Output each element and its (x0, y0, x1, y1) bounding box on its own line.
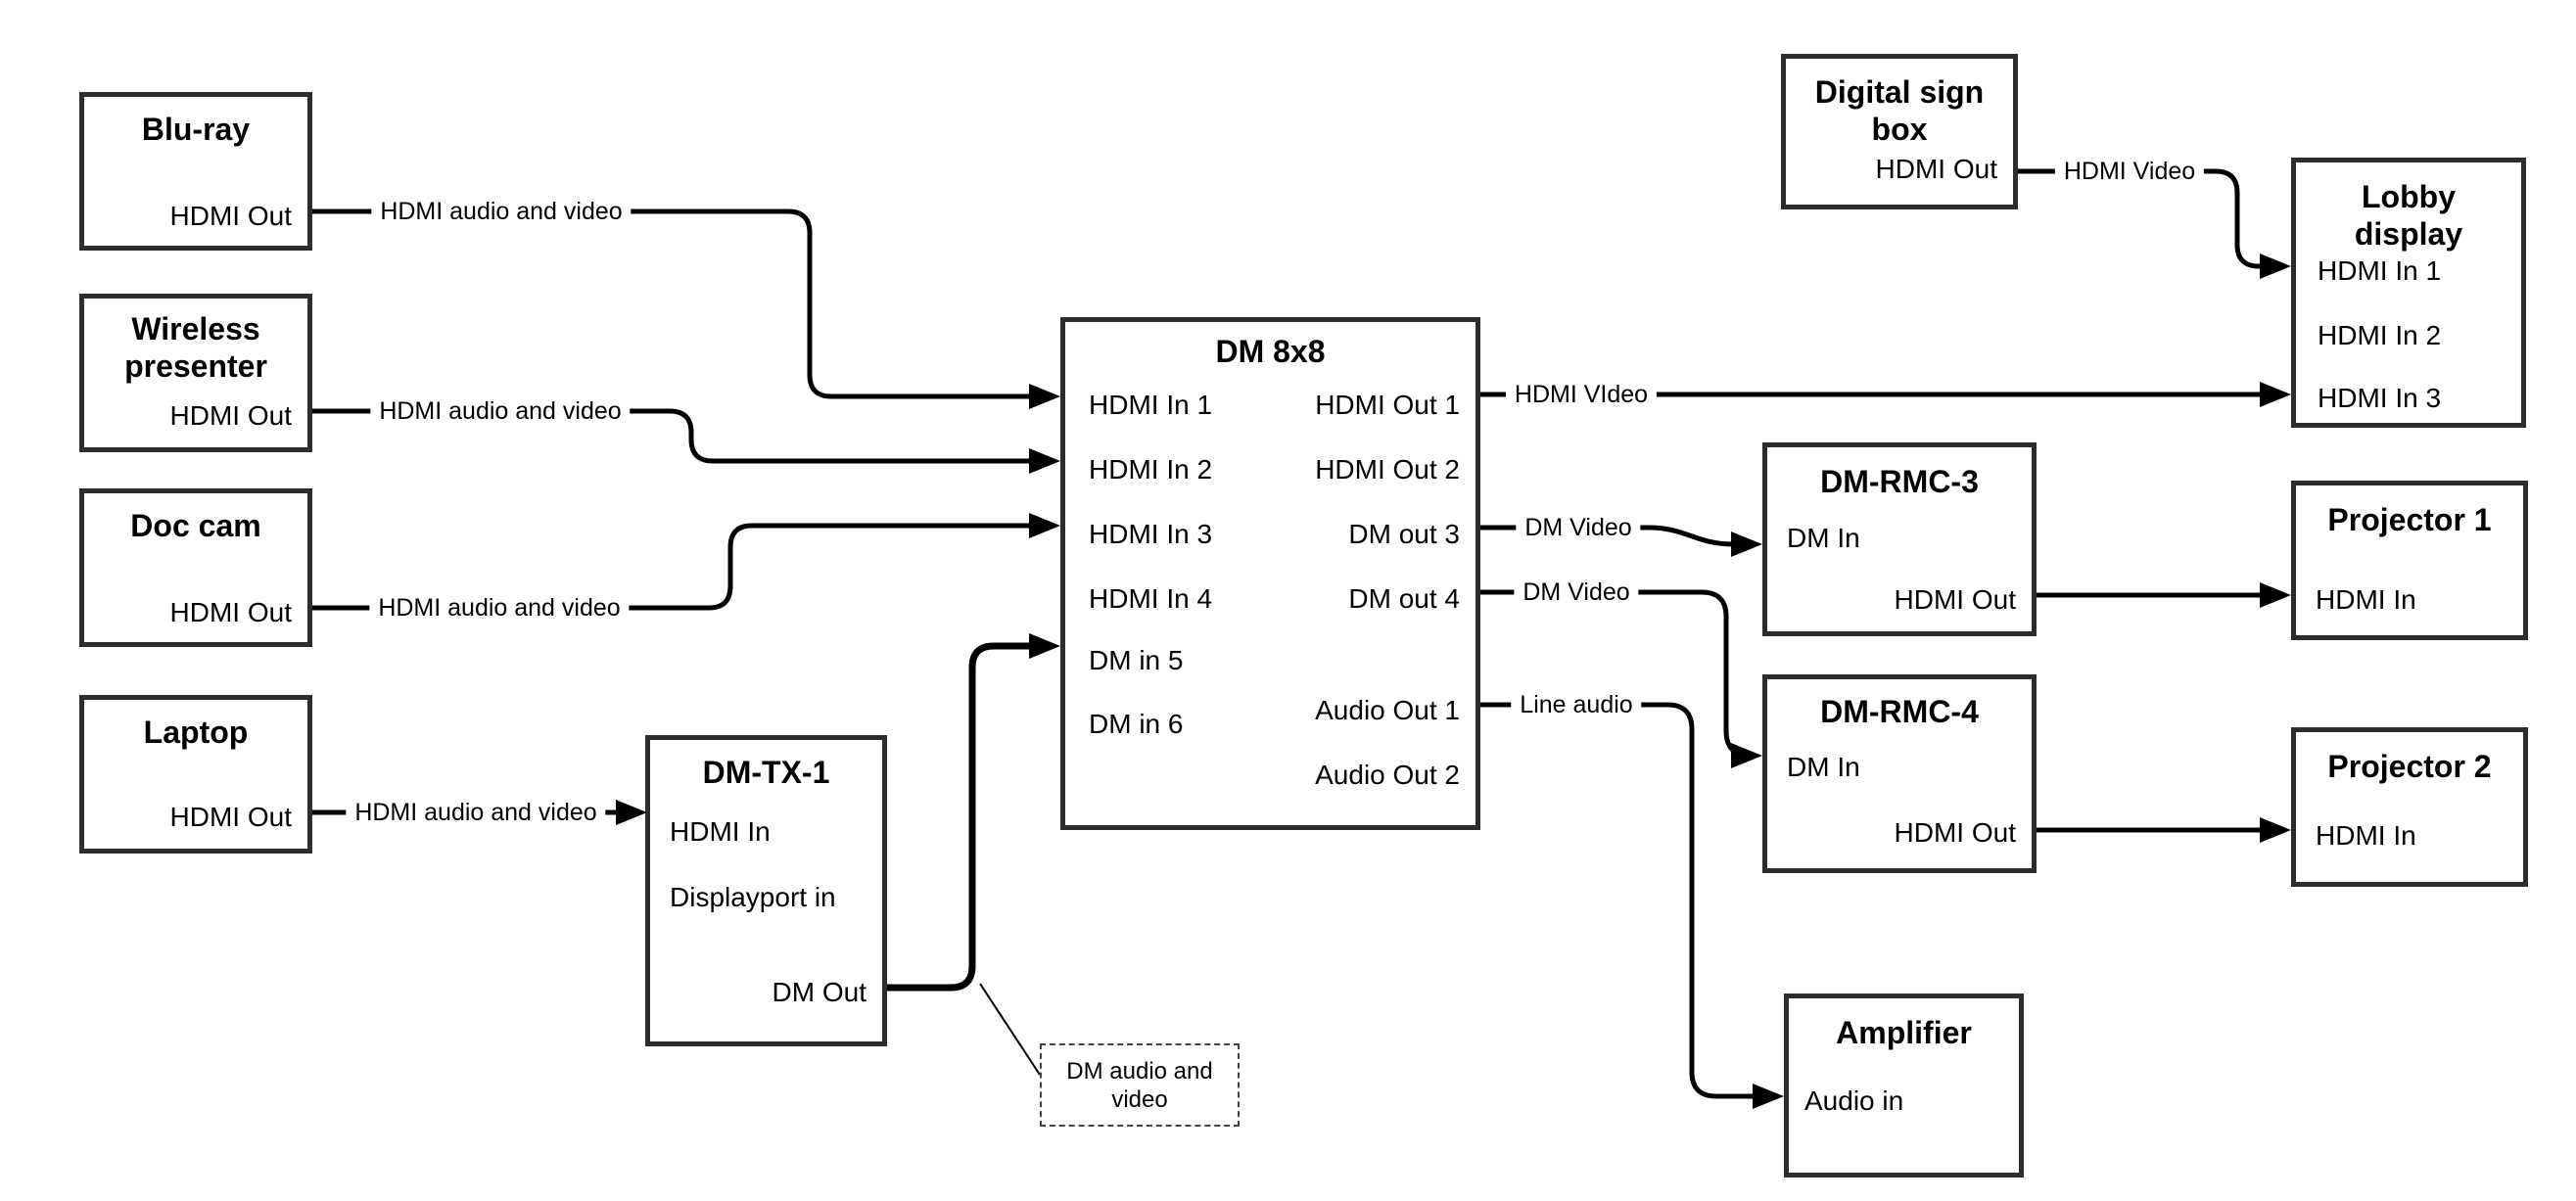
port-hdmi-out: HDMI Out (169, 597, 292, 627)
port-hdmi-out: HDMI Out (1875, 154, 1997, 184)
node-laptop[interactable]: Laptop HDMI Out (79, 695, 312, 854)
node-title: Digital sign box (1814, 74, 1985, 147)
port-audio-out-1: Audio Out 1 (1315, 695, 1460, 725)
node-title: Amplifier (1836, 1015, 1972, 1050)
arrowhead (1029, 513, 1060, 538)
arrowhead (1029, 633, 1060, 659)
note-callout-line (979, 983, 1041, 1076)
node-title: DM-RMC-4 (1820, 694, 1979, 729)
node-projector-2[interactable]: Projector 2 HDMI In (2291, 727, 2528, 887)
connector-dm8x8-audio1-to-amplifier[interactable] (1478, 702, 1784, 1109)
label-bluray-to-dm8x8: HDMI audio and video (371, 197, 632, 226)
port-hdmi-out-1: HDMI Out 1 (1315, 390, 1460, 420)
node-title: Projector 2 (2327, 749, 2492, 784)
label-laptop-to-dmtx1: HDMI audio and video (346, 798, 606, 827)
node-title: DM 8x8 (1215, 334, 1326, 369)
node-projector-1[interactable]: Projector 1 HDMI In (2291, 481, 2528, 640)
label-digital-sign-to-lobby: HDMI Video (2054, 157, 2205, 186)
port-audio-in: Audio in (1804, 1086, 1904, 1116)
node-title: Projector 1 (2327, 502, 2492, 537)
port-audio-out-2: Audio Out 2 (1315, 760, 1460, 790)
node-dm-rmc-3[interactable]: DM-RMC-3 DM In HDMI Out (1762, 442, 2037, 636)
node-dm-rmc-4[interactable]: DM-RMC-4 DM In HDMI Out (1762, 674, 2037, 873)
node-title: Blu-ray (141, 112, 251, 147)
arrowhead (1731, 531, 1762, 557)
node-amplifier[interactable]: Amplifier Audio in (1784, 993, 2024, 1178)
port-dm-in-5: DM in 5 (1089, 645, 1184, 675)
note-dm-audio-and-video[interactable]: DM audio and video (1040, 1043, 1240, 1127)
node-title: Wireless presenter (124, 311, 267, 384)
port-hdmi-in-3: HDMI In 3 (2318, 383, 2442, 413)
port-hdmi-in-1: HDMI In 1 (1089, 390, 1213, 420)
node-lobby-display[interactable]: Lobby display HDMI In 1 HDMI In 2 HDMI I… (2291, 158, 2526, 428)
label-hdmi-out1-to-lobby: HDMI VIdeo (1505, 380, 1658, 409)
arrowhead (2260, 382, 2291, 407)
wire (312, 408, 1033, 464)
node-title: DM-RMC-3 (1820, 464, 1979, 499)
port-hdmi-out: HDMI Out (169, 802, 292, 832)
node-title: Lobby display (2354, 179, 2463, 252)
connector-dmtx1-to-dm8x8-in5[interactable] (887, 633, 1060, 992)
arrowhead (2260, 254, 2291, 279)
port-hdmi-out: HDMI Out (1894, 584, 2016, 615)
node-title: Doc cam (130, 508, 261, 543)
node-doc-cam[interactable]: Doc cam HDMI Out (79, 488, 312, 647)
port-hdmi-out: HDMI Out (169, 201, 292, 231)
port-dm-out-4: DM out 4 (1348, 583, 1460, 614)
label-doccam-to-dm8x8: HDMI audio and video (369, 593, 630, 623)
arrowhead (1753, 1084, 1784, 1109)
node-wireless-presenter[interactable]: Wireless presenter HDMI Out (79, 294, 312, 452)
arrowhead (616, 800, 647, 825)
port-displayport-in: Displayport in (670, 882, 836, 912)
connector-bluray-to-dm8x8-in1[interactable] (312, 208, 1060, 409)
wire (887, 642, 1033, 992)
wire (1478, 702, 1756, 1099)
wire (312, 208, 1033, 399)
port-hdmi-in-2: HDMI In 2 (1089, 454, 1213, 485)
port-dm-out: DM Out (772, 977, 866, 1007)
port-dm-in: DM In (1787, 752, 1860, 782)
node-dm-8x8[interactable]: DM 8x8 HDMI In 1 HDMI In 2 HDMI In 3 HDM… (1060, 317, 1480, 830)
connector-digital-sign-to-lobby-in1[interactable] (2018, 168, 2291, 279)
port-hdmi-in-4: HDMI In 4 (1089, 583, 1213, 614)
port-dm-out-3: DM out 3 (1348, 519, 1460, 549)
wire (2018, 168, 2264, 269)
connector-rmc3-to-projector1[interactable] (2037, 582, 2291, 608)
wire (1478, 525, 1734, 547)
connector-rmc4-to-projector2[interactable] (2037, 817, 2291, 843)
wire (1478, 589, 1752, 759)
port-dm-in-6: DM in 6 (1089, 709, 1184, 739)
label-audio-out1-to-amp: Line audio (1511, 690, 1642, 719)
label-dm-out4-to-rmc4: DM Video (1514, 577, 1639, 607)
port-hdmi-out: HDMI Out (1894, 817, 2016, 848)
node-bluray[interactable]: Blu-ray HDMI Out (79, 92, 312, 251)
arrowhead (2260, 817, 2291, 843)
arrowhead (2260, 582, 2291, 608)
wire (312, 523, 1033, 611)
label-wireless-to-dm8x8: HDMI audio and video (370, 396, 631, 426)
port-hdmi-in-1: HDMI In 1 (2318, 255, 2442, 286)
connector-wireless-to-dm8x8-in2[interactable] (312, 408, 1060, 474)
port-hdmi-out-2: HDMI Out 2 (1315, 454, 1460, 485)
node-dm-tx-1[interactable]: DM-TX-1 HDMI In Displayport in DM Out (645, 735, 887, 1046)
arrowhead (1731, 743, 1762, 768)
port-hdmi-in: HDMI In (2316, 820, 2416, 851)
port-hdmi-in-3: HDMI In 3 (1089, 519, 1213, 549)
arrowhead (1029, 448, 1060, 474)
connector-dm8x8-out4-to-rmc4[interactable] (1478, 589, 1762, 768)
port-hdmi-in: HDMI In (670, 816, 771, 847)
port-dm-in: DM In (1787, 523, 1860, 553)
connector-dm8x8-out3-to-rmc3[interactable] (1478, 525, 1762, 557)
node-digital-sign-box[interactable]: Digital sign box HDMI Out (1781, 54, 2018, 209)
connector-doccam-to-dm8x8-in3[interactable] (312, 513, 1060, 611)
label-dm-out3-to-rmc3: DM Video (1516, 513, 1641, 542)
arrowhead (1029, 384, 1060, 409)
node-title: DM-TX-1 (702, 755, 830, 790)
port-hdmi-out: HDMI Out (169, 400, 292, 431)
port-hdmi-in-2: HDMI In 2 (2318, 320, 2442, 350)
port-hdmi-in: HDMI In (2316, 584, 2416, 615)
node-title: Laptop (143, 715, 249, 750)
